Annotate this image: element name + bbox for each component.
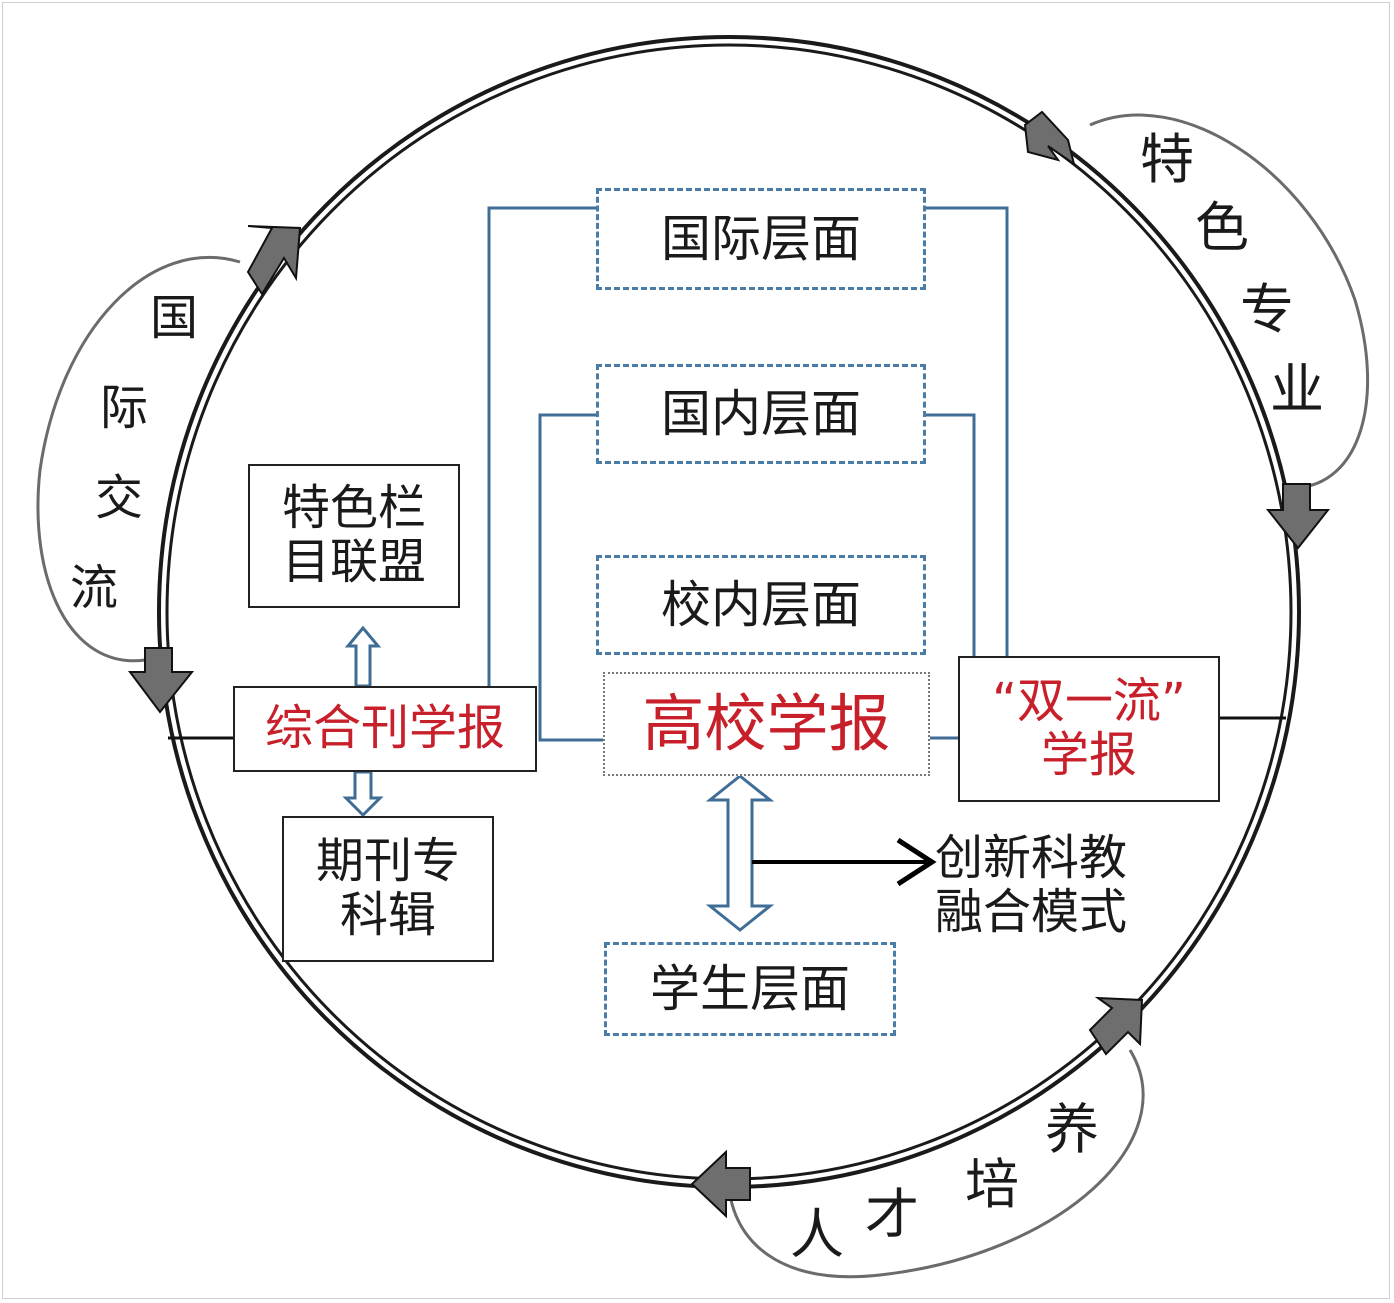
double-first-class-line1: “双一流” bbox=[992, 673, 1186, 730]
column-alliance-line1: 特色栏 bbox=[281, 480, 426, 537]
comprehensive-journal-box: 综合刊学报 bbox=[233, 686, 537, 772]
connector-international-right bbox=[925, 206, 1009, 658]
label-international-exchange: 国 际 交 流 bbox=[70, 290, 205, 632]
level-international-label: 国际层面 bbox=[661, 210, 861, 268]
level-domestic-box: 国内层面 bbox=[596, 364, 926, 464]
char-ji: 际 bbox=[100, 380, 149, 436]
level-campus-box: 校内层面 bbox=[596, 555, 926, 655]
university-journal-label: 高校学报 bbox=[642, 687, 891, 761]
level-domestic-label: 国内层面 bbox=[661, 385, 861, 443]
university-journal-box: 高校学报 bbox=[603, 672, 930, 776]
innovation-line2: 融合模式 bbox=[935, 883, 1128, 940]
char-ye: 业 bbox=[1270, 358, 1324, 421]
special-issue-line2: 科辑 bbox=[339, 887, 436, 943]
ring-arrow-upper-right bbox=[1023, 110, 1076, 167]
level-student-box: 学生层面 bbox=[604, 942, 896, 1036]
double-first-class-box: “双一流” 学报 bbox=[958, 656, 1220, 802]
double-arrow-top-left bbox=[344, 625, 382, 688]
loop-talent-cultivation bbox=[728, 1049, 1145, 1279]
loop-featured-major bbox=[1089, 113, 1370, 490]
level-student-label: 学生层面 bbox=[650, 960, 850, 1018]
connector-domestic-right bbox=[925, 413, 976, 658]
char-ren: 人 bbox=[790, 1203, 844, 1266]
level-international-box: 国际层面 bbox=[596, 188, 926, 290]
ring-arrow-lower-right bbox=[1088, 996, 1144, 1056]
blue-connectors bbox=[487, 206, 1009, 742]
ring-arrow-left bbox=[128, 647, 195, 714]
ring-arrow-upper-left bbox=[246, 225, 302, 296]
double-arrow-center bbox=[705, 774, 775, 932]
char-liu: 流 bbox=[70, 560, 119, 616]
loop-international-exchange bbox=[36, 255, 241, 663]
char-se: 色 bbox=[1195, 196, 1249, 259]
connector-international-left bbox=[487, 206, 596, 688]
char-guo: 国 bbox=[150, 290, 199, 346]
special-issue-line1: 期刊专 bbox=[315, 833, 460, 890]
char-zhuan: 专 bbox=[1240, 278, 1294, 341]
ring-arrow-bottom bbox=[690, 1149, 751, 1219]
level-campus-label: 校内层面 bbox=[661, 576, 861, 634]
char-pei: 培 bbox=[965, 1153, 1019, 1216]
arrow-to-innovation-head bbox=[896, 837, 937, 887]
ring-arrow-right bbox=[1265, 483, 1331, 550]
label-talent-cultivation: 人 才 培 养 bbox=[790, 1098, 1130, 1280]
innovation-line1: 创新科教 bbox=[935, 830, 1128, 886]
column-alliance-line2: 目联盟 bbox=[281, 534, 426, 590]
comprehensive-journal-label: 综合刊学报 bbox=[264, 700, 505, 757]
innovation-label: 创新科教 融合模式 bbox=[935, 830, 1128, 940]
connector-domestic-left bbox=[538, 413, 605, 742]
column-alliance-box: 特色栏 目联盟 bbox=[248, 464, 460, 608]
double-first-class-line2: 学报 bbox=[1040, 727, 1137, 783]
label-featured-major: 特 色 专 业 bbox=[1140, 128, 1340, 430]
double-arrow-bottom-left bbox=[342, 770, 384, 818]
special-issue-box: 期刊专 科辑 bbox=[282, 816, 494, 962]
char-yang: 养 bbox=[1045, 1098, 1099, 1161]
char-te: 特 bbox=[1140, 128, 1194, 191]
char-cai: 才 bbox=[865, 1183, 919, 1246]
char-jiao: 交 bbox=[95, 470, 144, 526]
